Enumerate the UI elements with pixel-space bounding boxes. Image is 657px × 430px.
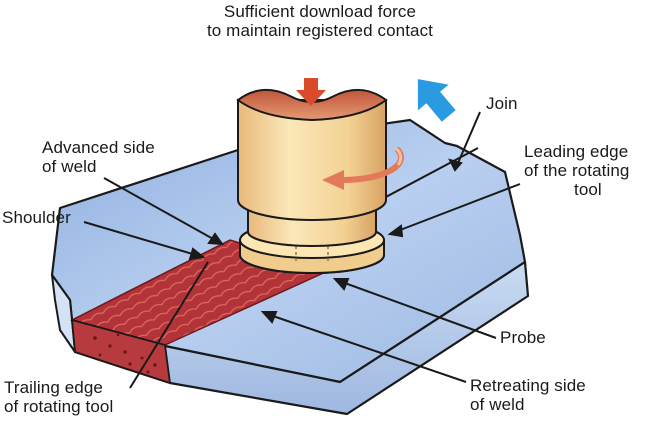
retreating-side-label: Retreating side of weld [470, 376, 586, 414]
shoulder-label: Shoulder [2, 208, 71, 227]
rotation-arrow [322, 146, 404, 190]
retreating-side-line2: of weld [470, 395, 525, 414]
trailing-edge-label: Trailing edge of rotating tool [4, 378, 113, 416]
force-label-line2: to maintain registered contact [206, 21, 433, 40]
trailing-edge-line2: of rotating tool [4, 397, 114, 416]
advanced-side-line2: of weld [42, 157, 97, 176]
leading-edge-label: Leading edge of the rotating tool [524, 142, 629, 199]
rotating-tool [236, 89, 388, 274]
force-label: Sufficient download force to maintain re… [170, 2, 470, 40]
join-label: Join [486, 94, 518, 113]
trailing-edge-line1: Trailing edge [4, 378, 103, 397]
leading-edge-line2: of the rotating [524, 161, 630, 180]
leading-edge-line3: tool [574, 180, 602, 199]
force-label-line1: Sufficient download force [223, 2, 417, 21]
advanced-side-label: Advanced side of weld [42, 138, 155, 176]
retreating-side-line1: Retreating side [470, 376, 586, 395]
probe-label: Probe [500, 328, 546, 347]
force-arrow [296, 78, 326, 106]
advanced-side-line1: Advanced side [42, 138, 155, 157]
travel-arrow [417, 79, 456, 122]
leader-lines [83, 111, 521, 389]
leading-edge-line1: Leading edge [524, 142, 629, 161]
